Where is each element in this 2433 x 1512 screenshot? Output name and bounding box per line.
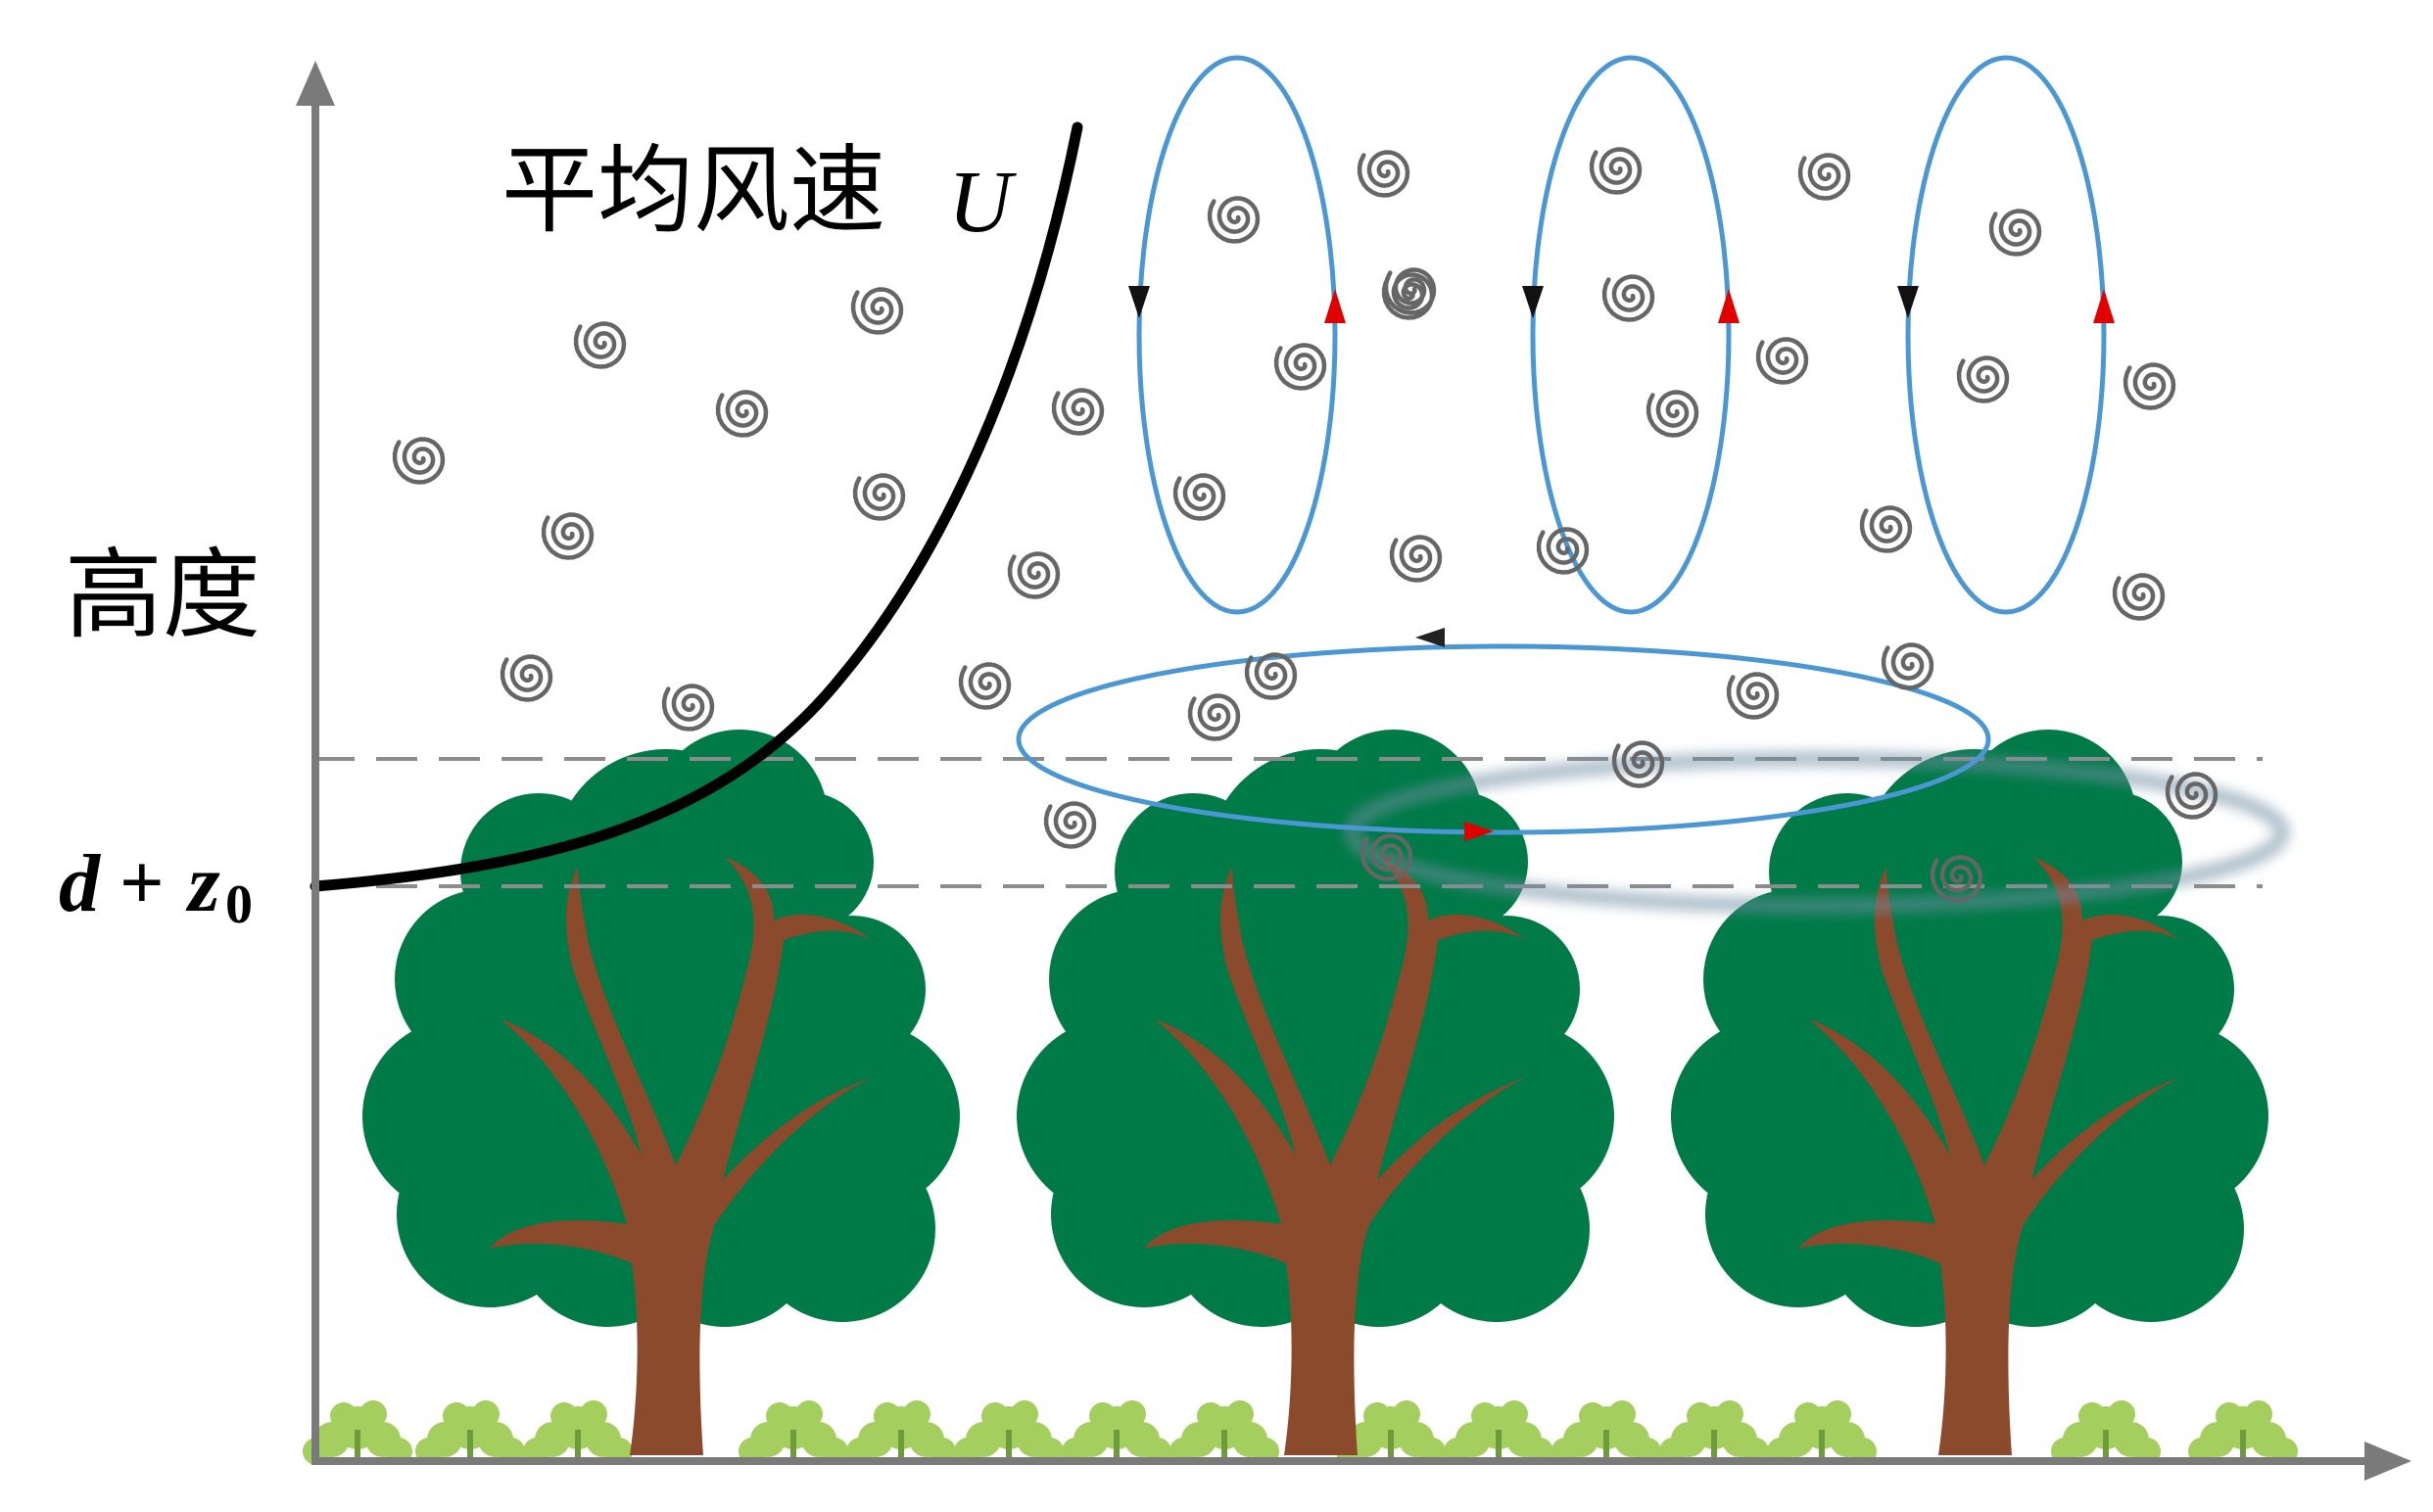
vertical-eddy-2	[1522, 55, 1740, 615]
spiral-icon	[1988, 209, 2042, 257]
spiral-icon	[1244, 652, 1298, 700]
disp-sub: 0	[225, 874, 253, 935]
shrub-icon	[2051, 1400, 2161, 1465]
horizontal-eddy-arrow-right	[1464, 822, 1494, 841]
shrub-icon	[954, 1400, 1064, 1465]
up-arrow-icon	[1718, 289, 1740, 323]
displacement-label: d + z 0	[59, 838, 253, 935]
spiral-icon	[500, 654, 553, 702]
horizontal-eddy-arrow-left	[1415, 628, 1445, 647]
wind-symbol: U	[948, 154, 1017, 251]
spiral-icon	[1381, 272, 1435, 320]
spiral-icon	[852, 473, 906, 521]
shrub-icon	[739, 1400, 848, 1465]
shrub-icon	[1444, 1400, 1553, 1465]
spiral-icon	[1187, 693, 1241, 741]
spiral-icon	[2112, 573, 2166, 621]
spiral-icon	[1797, 153, 1851, 201]
tree-row	[362, 730, 2268, 1455]
vertical-eddy-1	[1128, 55, 1346, 615]
spiral-icon	[661, 684, 715, 732]
shrub-icon	[1767, 1400, 1877, 1465]
spiral-icon	[1589, 147, 1643, 195]
tree-icon	[1017, 730, 1614, 1455]
spiral-icon	[1646, 390, 1699, 438]
spiral-icon	[541, 512, 595, 560]
shrub-icon	[846, 1400, 956, 1465]
spiral-icon	[1536, 527, 1590, 575]
spiral-icon	[850, 287, 904, 335]
spiral-icon	[715, 390, 769, 438]
spiral-icon	[573, 321, 627, 369]
disp-plus: +	[119, 840, 165, 926]
vertical-eddy-3	[1897, 55, 2115, 615]
spiral-icon	[1726, 672, 1780, 720]
shrub-icon	[415, 1400, 525, 1465]
spiral-icon	[1859, 505, 1913, 553]
x-axis-arrow-icon	[2364, 1441, 2411, 1481]
wind-label: 平均风速	[501, 135, 885, 247]
horizontal-eddy-ring	[1016, 643, 1991, 835]
down-arrow-icon	[1522, 286, 1544, 318]
axes	[296, 61, 2411, 1481]
tree-icon	[362, 730, 960, 1455]
up-arrow-icon	[2093, 289, 2115, 323]
down-arrow-icon	[1897, 286, 1919, 318]
spiral-icon	[1360, 833, 1413, 881]
spiral-icon	[392, 437, 446, 485]
spiral-icon	[1051, 388, 1105, 436]
spiral-icon	[1043, 801, 1097, 849]
tree-icon	[1671, 730, 2268, 1455]
disp-z: z	[185, 838, 220, 929]
shrub-icon	[523, 1400, 633, 1465]
vertical-eddies	[1128, 55, 2115, 615]
disp-d: d	[59, 838, 102, 929]
horizontal-eddy-blur-ring	[1344, 751, 2290, 914]
spiral-icon	[1611, 740, 1665, 788]
spiral-icon	[1273, 343, 1327, 391]
spiral-icon	[2165, 772, 2218, 820]
spiral-icon	[1389, 535, 1443, 583]
shrub-icon	[2188, 1400, 2298, 1465]
ground-shrubs	[303, 1400, 2298, 1465]
up-arrow-icon	[1324, 289, 1346, 323]
shrub-icon	[1551, 1400, 1661, 1465]
mean-wind-profile-curve	[310, 121, 1083, 892]
shrub-icon	[1336, 1400, 1446, 1465]
shrub-icon	[1659, 1400, 1769, 1465]
spiral-icon	[1207, 196, 1261, 244]
y-axis-arrow-icon	[296, 61, 335, 106]
spiral-icon	[1357, 150, 1410, 198]
spiral-icon	[958, 662, 1012, 710]
spiral-icon	[1755, 337, 1809, 385]
spiral-icon	[1172, 473, 1226, 521]
down-arrow-icon	[1128, 286, 1150, 318]
spiral-icon	[1601, 274, 1655, 322]
shrub-icon	[1062, 1400, 1171, 1465]
spiral-icon	[1007, 551, 1061, 599]
horizontal-eddy	[1016, 628, 2290, 914]
shrub-icon	[1169, 1400, 1279, 1465]
spiral-icon	[1881, 642, 1934, 690]
spiral-icon	[1383, 267, 1437, 315]
spiral-icon	[1930, 855, 1983, 903]
spiral-icon	[1956, 355, 2010, 403]
spiral-icon	[2123, 362, 2176, 410]
turbulent-swirls	[392, 147, 2218, 903]
height-label: 高度	[65, 538, 261, 652]
